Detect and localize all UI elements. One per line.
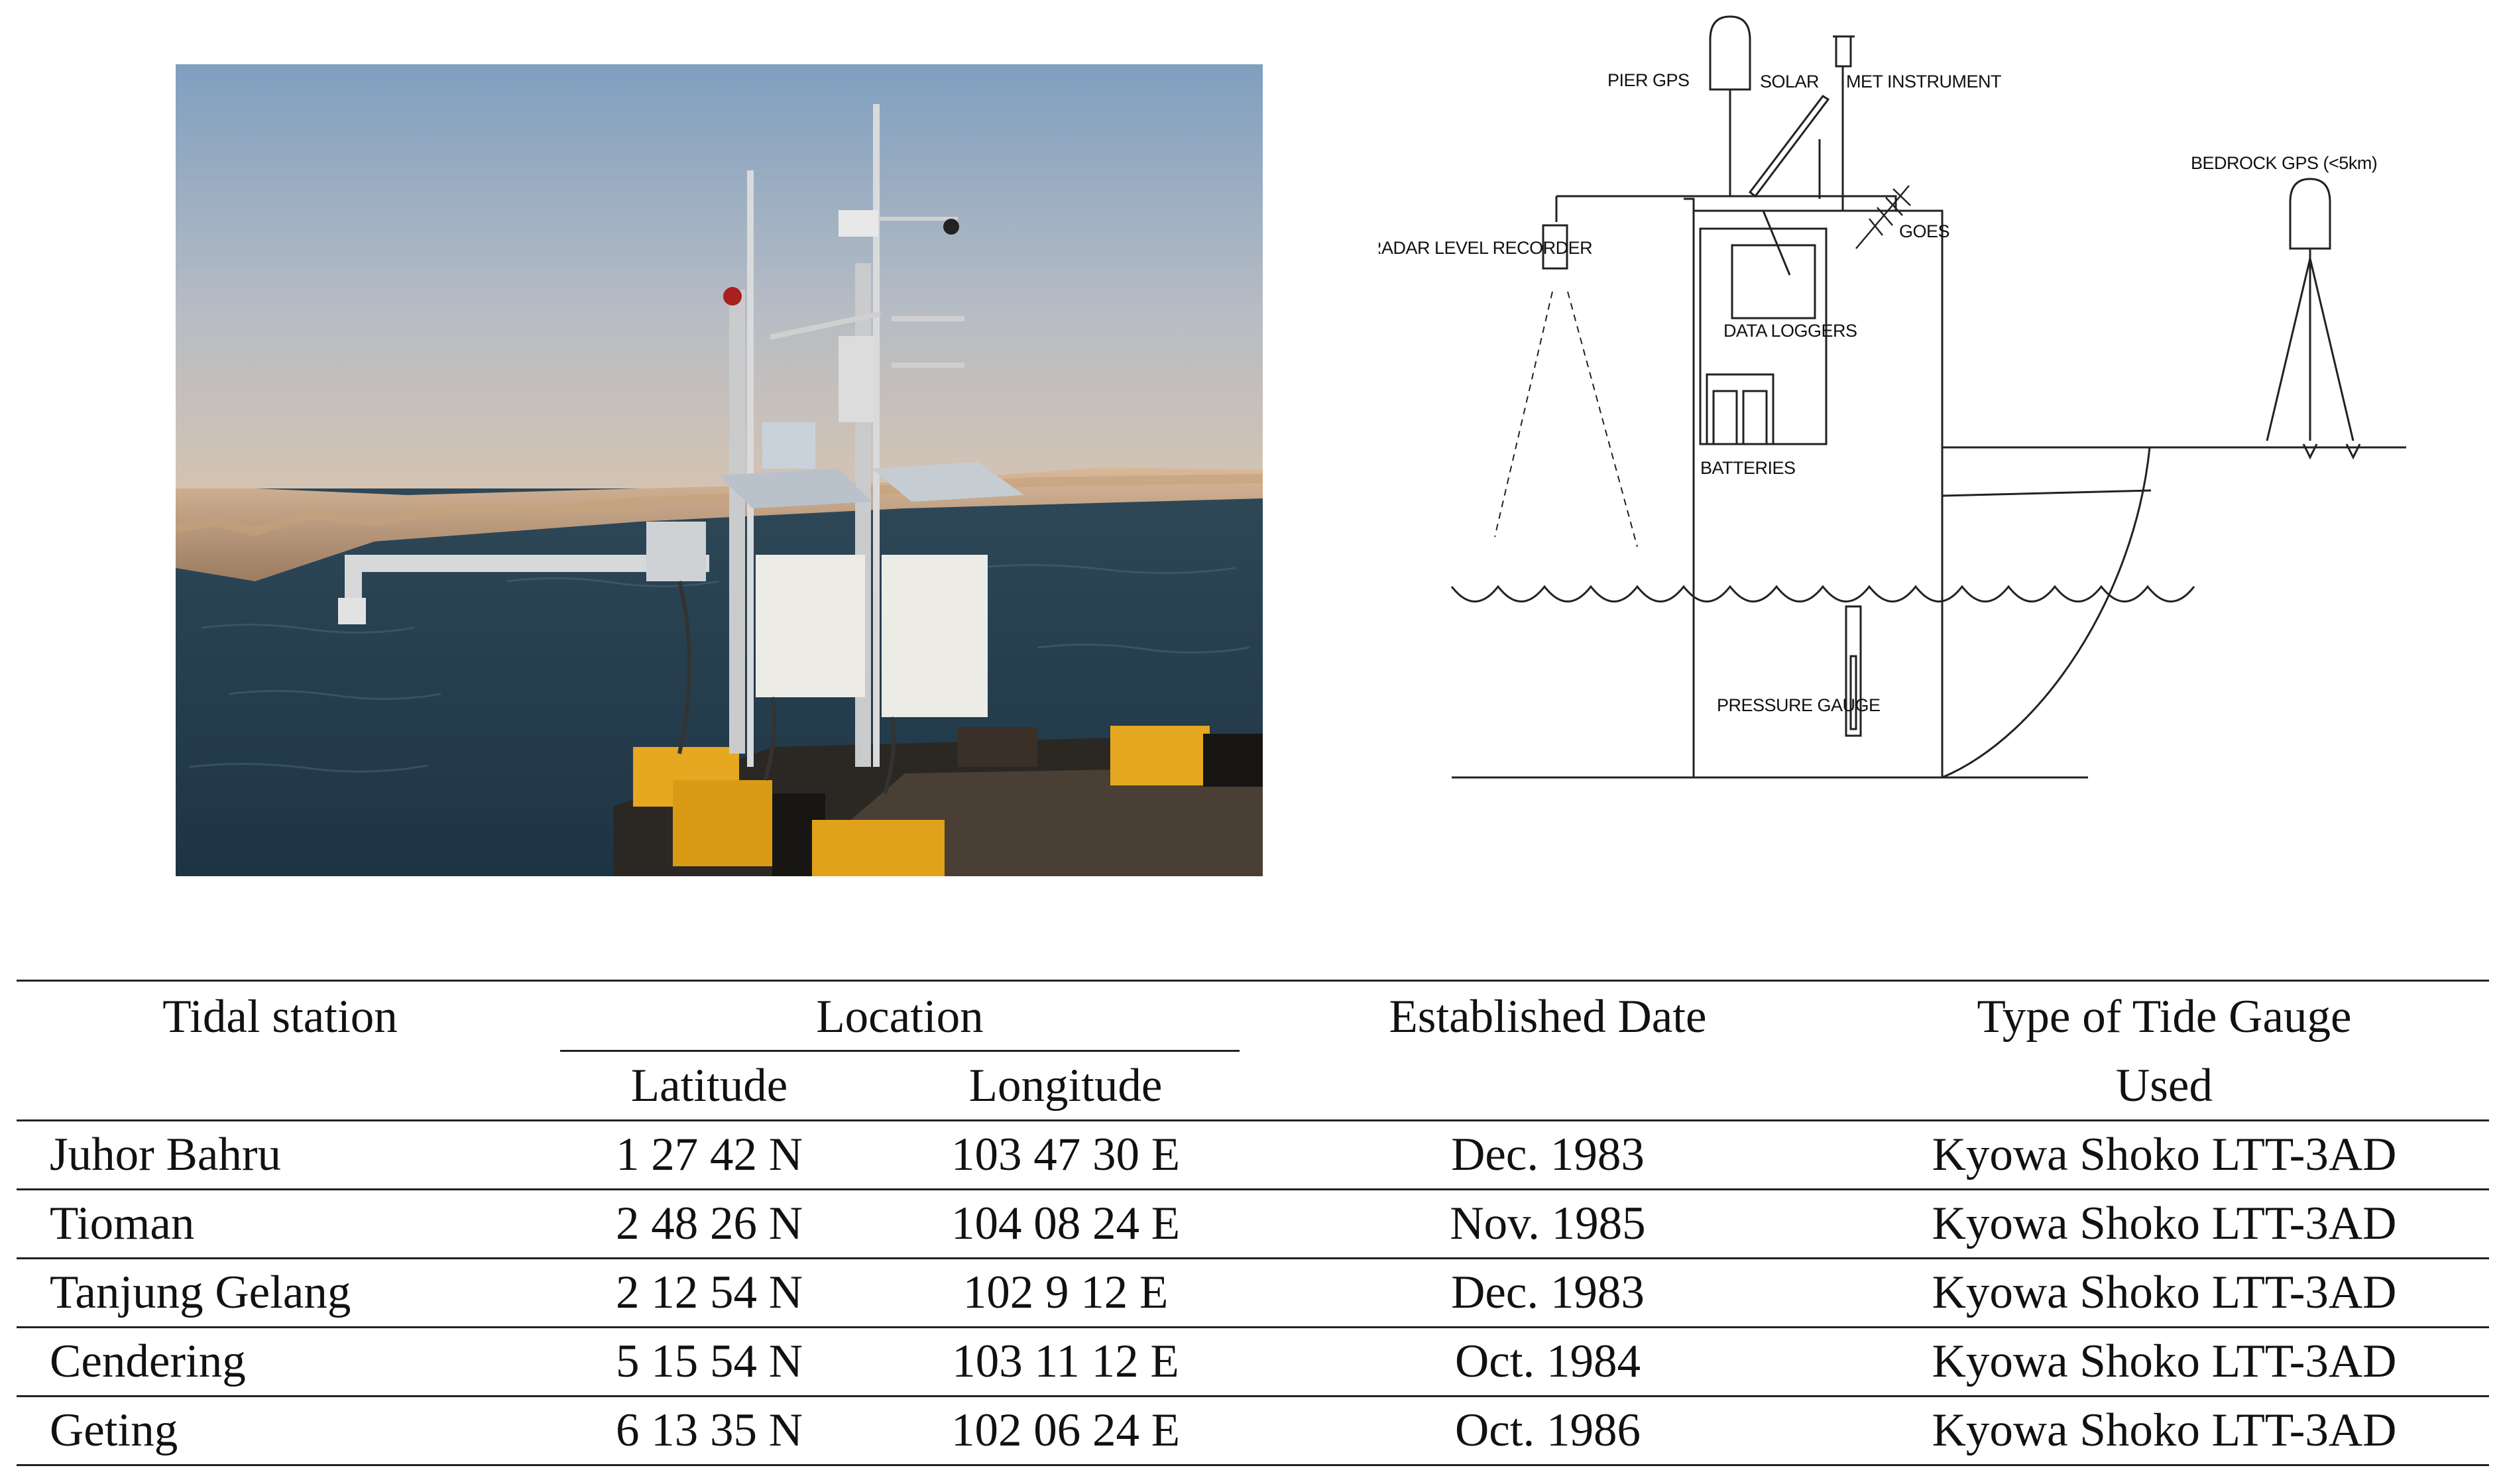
label-batteries: BATTERIES xyxy=(1700,458,1796,478)
label-met-instrument: MET INSTRUMENT xyxy=(1846,72,2001,91)
cell-date: Oct. 1986 xyxy=(1256,1396,1839,1466)
location-underline xyxy=(560,1050,1240,1052)
cell-gauge: Kyowa Shoko LTT-3AD xyxy=(1839,1396,2489,1466)
cell-gauge: Kyowa Shoko LTT-3AD xyxy=(1839,1189,2489,1259)
cell-gauge: Kyowa Shoko LTT-3AD xyxy=(1839,1258,2489,1328)
tidal-station-table: Tidal station Location Established Date … xyxy=(17,980,2489,1466)
cell-longitude: 103 47 30 E xyxy=(875,1120,1256,1190)
mast-right xyxy=(873,104,880,767)
label-bedrock-gps: BEDROCK GPS (<5km) xyxy=(2191,153,2377,173)
table-row: Tioman 2 48 26 N 104 08 24 E Nov. 1985 K… xyxy=(17,1189,2489,1259)
subheader-station-empty xyxy=(17,1052,544,1121)
cell-gauge: Kyowa Shoko LTT-3AD xyxy=(1839,1120,2489,1190)
mast-left xyxy=(747,170,754,767)
cell-latitude: 1 27 42 N xyxy=(544,1120,875,1190)
battery-box xyxy=(1706,373,1774,445)
cell-latitude: 2 12 54 N xyxy=(544,1258,875,1328)
cell-date: Oct. 1984 xyxy=(1256,1327,1839,1397)
label-solar: SOLAR xyxy=(1760,72,1819,91)
arm xyxy=(1556,195,1897,211)
cell-station: Tanjung Gelang xyxy=(17,1258,544,1328)
cell-latitude: 2 48 26 N xyxy=(544,1189,875,1259)
tide-station-photo xyxy=(176,64,1263,876)
cell-station: Geting xyxy=(17,1396,544,1466)
sky xyxy=(176,64,1263,515)
pressure-gauge xyxy=(1845,605,1862,737)
cell-longitude: 103 11 12 E xyxy=(875,1327,1256,1397)
data-logger-screen xyxy=(1731,244,1816,319)
header-location: Location xyxy=(544,981,1256,1052)
header-longitude: Longitude xyxy=(968,1059,1163,1112)
label-data-loggers: DATA LOGGERS xyxy=(1723,321,1857,341)
enclosure-left xyxy=(756,555,865,697)
cell-station: Tioman xyxy=(17,1189,544,1259)
label-radar-level-recorder: RADAR LEVEL RECORDER xyxy=(1379,238,1592,258)
label-pier-gps: PIER GPS xyxy=(1607,70,1690,90)
bedrock-gps-dome xyxy=(2289,178,2331,250)
solar-panel xyxy=(1748,95,1830,198)
cell-date: Dec. 1983 xyxy=(1256,1120,1839,1190)
pier-gps-dome xyxy=(1709,15,1751,91)
header-station: Tidal station xyxy=(162,990,398,1043)
table-row: Juhor Bahru 1 27 42 N 103 47 30 E Dec. 1… xyxy=(17,1120,2489,1190)
table-header-row: Tidal station Location Established Date … xyxy=(17,980,2489,1052)
cell-gauge: Kyowa Shoko LTT-3AD xyxy=(1839,1327,2489,1397)
cell-date: Nov. 1985 xyxy=(1256,1189,1839,1259)
goes-antenna xyxy=(1855,185,1911,249)
cell-longitude: 102 06 24 E xyxy=(875,1396,1256,1466)
cell-longitude: 104 08 24 E xyxy=(875,1189,1256,1259)
pier-outline xyxy=(1692,209,1944,777)
table-row: Geting 6 13 35 N 102 06 24 E Oct. 1986 K… xyxy=(17,1396,2489,1466)
cell-latitude: 6 13 35 N xyxy=(544,1396,875,1466)
waves xyxy=(1450,585,2195,602)
table-subheader-row: Latitude Longitude Used xyxy=(17,1052,2489,1121)
enclosure-right xyxy=(882,555,988,717)
header-established: Established Date xyxy=(1389,990,1707,1043)
table-row: Tanjung Gelang 2 12 54 N 102 9 12 E Dec.… xyxy=(17,1258,2489,1328)
hull-curve xyxy=(1942,447,2151,779)
radar-box xyxy=(1542,224,1568,270)
label-pressure-gauge: PRESSURE GAUGE xyxy=(1717,695,1881,715)
cell-station: Cendering xyxy=(17,1327,544,1397)
header-latitude: Latitude xyxy=(630,1059,788,1112)
label-goes: GOES xyxy=(1899,221,1949,241)
subheader-date-empty xyxy=(1256,1052,1839,1121)
cell-station: Juhor Bahru xyxy=(17,1120,544,1190)
header-location-label: Location xyxy=(816,990,984,1043)
cell-date: Dec. 1983 xyxy=(1256,1258,1839,1328)
header-gauge-line1: Type of Tide Gauge xyxy=(1977,990,2352,1043)
table-row: Cendering 5 15 54 N 103 11 12 E Oct. 198… xyxy=(17,1327,2489,1397)
cell-latitude: 5 15 54 N xyxy=(544,1327,875,1397)
tide-station-diagram: PIER GPS SOLAR MET INSTRUMENT BEDROCK GP… xyxy=(1379,0,2406,795)
cell-longitude: 102 9 12 E xyxy=(875,1258,1256,1328)
header-gauge-line2: Used xyxy=(2116,1059,2213,1112)
